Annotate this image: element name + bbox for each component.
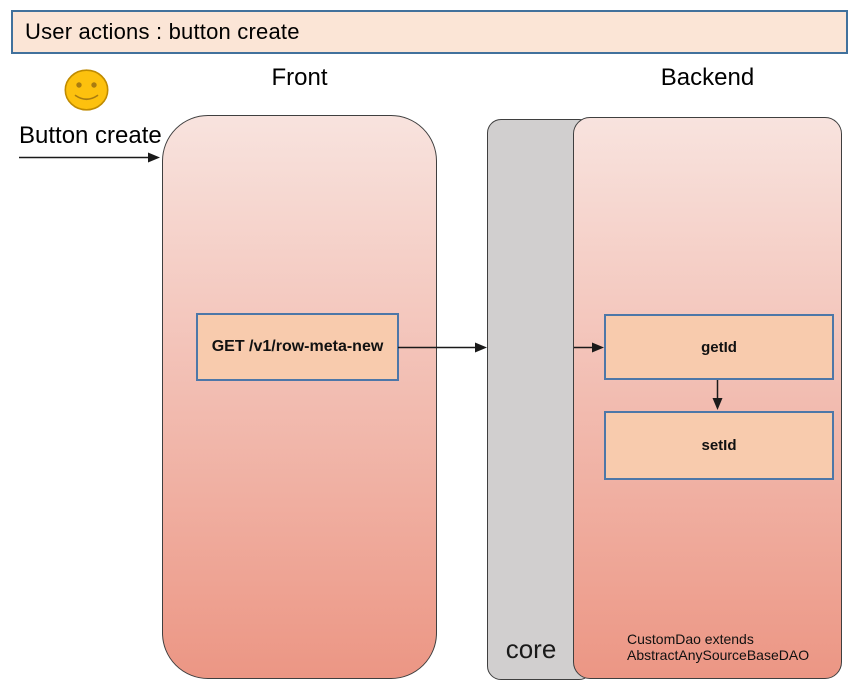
setid-label: setId	[701, 437, 737, 454]
setid-node: setId	[604, 411, 834, 480]
front-panel	[162, 115, 437, 679]
get-endpoint-node: GET /v1/row-meta-new	[196, 313, 399, 381]
title-banner: User actions : button create	[11, 10, 848, 54]
page-title: User actions : button create	[25, 19, 300, 44]
get-endpoint-label: GET /v1/row-meta-new	[211, 338, 384, 355]
core-label: core	[505, 634, 557, 664]
arrow-front-to-core	[398, 341, 488, 354]
button-create-label: Button create	[19, 122, 162, 149]
backend-panel	[573, 117, 842, 679]
backend-section-label: Backend	[660, 64, 755, 91]
arrow-core-to-getid	[574, 341, 605, 354]
arrow-button-create-to-front	[19, 151, 161, 164]
dao-note-line2: AbstractAnySourceBaseDAO	[627, 647, 810, 663]
front-section-label: Front	[271, 64, 328, 91]
getid-label: getId	[701, 338, 737, 356]
getid-node: getId	[604, 314, 834, 380]
smiley-face-icon	[64, 69, 109, 111]
dao-note-line1: CustomDao extends	[627, 631, 754, 647]
dao-note: CustomDao extends AbstractAnySourceBaseD…	[627, 631, 809, 663]
arrow-getid-to-setid	[711, 380, 724, 411]
